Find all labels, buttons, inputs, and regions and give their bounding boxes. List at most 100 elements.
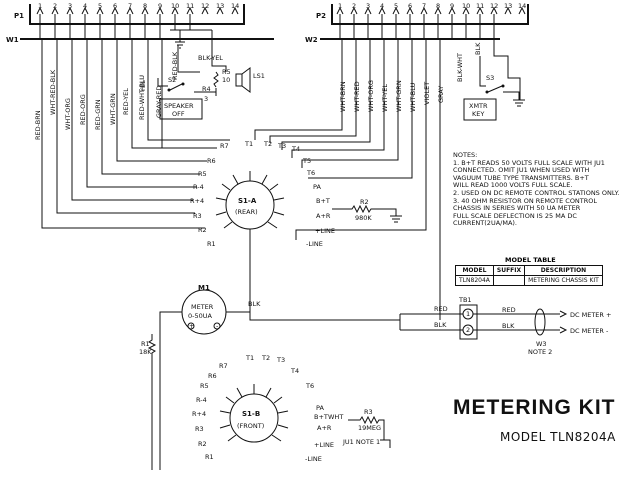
note-line: 3. 40 OHM RESISTOR ON REMOTE CONTROL	[453, 196, 598, 205]
header-model: MODEL	[455, 265, 494, 276]
s2-label: S2	[168, 76, 176, 84]
r5-value: 10	[222, 76, 230, 84]
tb1-red: RED	[434, 305, 448, 313]
wire-label: RED-BRN	[34, 110, 42, 140]
p2-pin-3: 3	[366, 2, 370, 10]
w3-cable	[534, 308, 546, 336]
wire-label: WHT-RED-BLK	[49, 69, 57, 115]
s1b-contact: T6	[305, 382, 314, 390]
switch-s1a: S1-A (REAR) R7 T1 T2 T3 T4 R6 T5 R5 T6 R…	[190, 140, 335, 290]
wire-label: WHT-BLU	[409, 82, 417, 112]
tb1-t2: 2	[466, 326, 470, 334]
resistor-r1: R1 18K	[139, 334, 157, 470]
p1-wire-labels: RED-BRN WHT-RED-BLK WHT-ORG RED-ORG RED-…	[34, 69, 163, 140]
terminal-tb1: TB1 1 2 RED BLK RED BLK W3 NOTE 2 DC MET…	[399, 296, 611, 356]
s1b-contact: T1	[245, 354, 254, 362]
ju1-label: JU1 NOTE 1	[342, 438, 380, 446]
p2-pin-5: 5	[394, 2, 398, 10]
s1a-contact: B+T	[316, 197, 330, 205]
wire-runs	[41, 39, 441, 320]
red-blk-label: RED-BLK	[171, 51, 179, 80]
s1b-contact: R5	[200, 382, 209, 390]
cell-suffix	[492, 275, 526, 286]
p1-pin-arrows	[36, 6, 239, 15]
s1a-contact: T1	[244, 140, 253, 148]
w3-label: W3	[536, 340, 547, 348]
p2-pin-11: 11	[476, 2, 484, 10]
note-line: CURRENT(2UA/MA).	[453, 219, 517, 228]
speaker-off-line2: OFF	[172, 110, 185, 118]
r3-wht: WHT	[328, 413, 343, 421]
speaker-icon	[235, 73, 243, 87]
wire-label: WHT-GRN	[109, 93, 117, 125]
header-suffix: SUFFIX	[492, 265, 526, 276]
note-line: VAGUUM TUBE TYPE TRANSMITTERS. B+T	[453, 173, 589, 182]
s1a-contact: R1	[207, 240, 216, 248]
r4-label: R4	[202, 85, 211, 93]
note-line: FULL SCALE DEFLECTION IS 25 MA DC	[453, 211, 577, 220]
p1-pin-12: 12	[201, 2, 209, 10]
wire-label: WHT-BRN	[339, 81, 347, 112]
cell-model: TLN8204A	[455, 275, 494, 286]
note-line: CONNECTED. OMIT JU1 WHEN USED WITH	[453, 166, 590, 175]
page-title: METERING KIT	[453, 396, 616, 419]
s1b-contact: -LINE	[305, 455, 322, 463]
p2-pin-numbers: 1 2 3 4 5 6 7 8 9 10 11 12 13 14	[338, 2, 526, 10]
r3-value: 19MEG	[358, 424, 381, 432]
p1-pin-3: 3	[68, 2, 72, 10]
s1a-contact: A+R	[316, 212, 331, 220]
s1b-contact: T4	[290, 367, 299, 375]
tb1-blk: BLK	[434, 321, 447, 329]
p1-pin-9: 9	[158, 2, 162, 10]
s1b-contact: B+T	[314, 413, 328, 421]
p2-pin-2: 2	[352, 2, 356, 10]
s1a-name: S1-A	[238, 197, 257, 205]
p2-pin-6: 6	[408, 2, 412, 10]
s1b-contact: R7	[219, 362, 228, 370]
s1a-contact: R3	[193, 212, 202, 220]
s1b-contact: R2	[198, 440, 207, 448]
s1b-contact: R1	[205, 453, 214, 461]
cable-w1: W1	[6, 14, 274, 49]
w1-label: W1	[6, 36, 19, 44]
s1b-contact: +LINE	[314, 441, 334, 449]
s1a-contact: T5	[302, 157, 311, 165]
p1-pin-10: 10	[171, 2, 179, 10]
note-line: 1. B+T READS 50 VOLTS FULL SCALE WITH JU…	[453, 158, 605, 167]
s1a-contact: R+4	[190, 197, 204, 205]
p1-pin-5: 5	[98, 2, 102, 10]
dc-meter-minus: DC METER -	[570, 327, 609, 335]
connector-p1: P1 1 2 3 4 5 6 7 8 9 10 11 12 13 14	[14, 2, 245, 25]
p2-label: P2	[316, 12, 326, 20]
model-table-caption: MODEL TABLE	[505, 256, 556, 264]
s1b-contacts: R7 T1 T2 T3 R6 T4 R5 T6 R-4 PA R+4 B+T R…	[192, 354, 334, 463]
s1b-sub: (FRONT)	[237, 422, 264, 430]
p1-pin-13: 13	[216, 2, 224, 10]
s1a-contact: T3	[277, 142, 286, 150]
yel-label: YEL	[139, 80, 147, 93]
s1a-contact: T6	[306, 169, 315, 177]
resistor-r2: R2 980K	[332, 198, 402, 223]
s1a-contact: R7	[220, 142, 229, 150]
meter-minus: -	[216, 322, 219, 330]
wire-label: WHT-RED	[353, 81, 361, 112]
tb1-name: TB1	[458, 296, 472, 304]
xmtr-key-line1: XMTR	[469, 102, 488, 110]
pin3-label: 3	[204, 95, 208, 103]
p2-pin-12: 12	[490, 2, 498, 10]
p1-pin-4: 4	[83, 2, 87, 10]
cell-description: METERING CHASSIS KIT	[524, 275, 603, 286]
s1b-name: S1-B	[242, 410, 260, 418]
meter-line1: METER	[191, 303, 214, 311]
note-line: CHASSIS IN SERIES WITH 50 UA METER	[453, 204, 581, 213]
r5-label: R5	[222, 68, 231, 76]
s1a-contact: T4	[291, 145, 300, 153]
p2-pin-9: 9	[450, 2, 454, 10]
wire-label: RED-YEL	[122, 88, 130, 115]
s1a-contact: R-4	[193, 183, 204, 191]
model-table: MODEL SUFFIX DESCRIPTION TLN8204A METERI…	[455, 265, 603, 286]
p2-pin-13: 13	[504, 2, 512, 10]
speaker-off-line1: SPEAKER	[164, 102, 194, 110]
p2-pin-8: 8	[436, 2, 440, 10]
